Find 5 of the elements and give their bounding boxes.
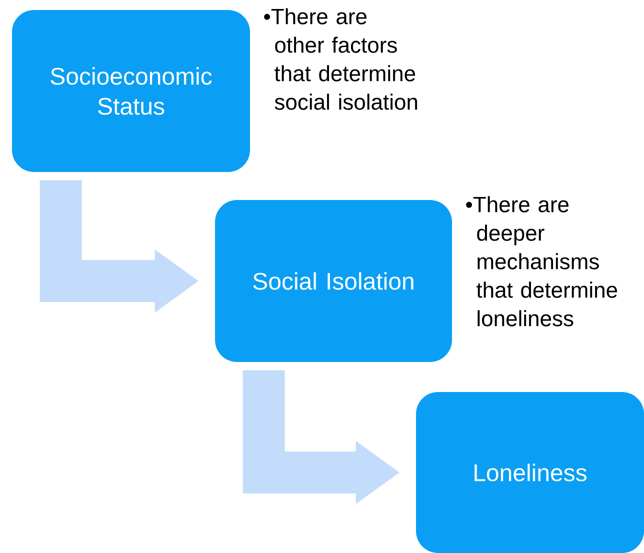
bullet-note: •There are other factors that determine social isolation xyxy=(264,8,418,110)
process-box: Loneliness xyxy=(416,392,644,553)
process-box: Social Isolation xyxy=(215,200,452,362)
process-box: Socioeconomic Status xyxy=(12,10,250,172)
bullet-note: •There are deeper mechanisms that determine loneliness xyxy=(466,196,618,326)
